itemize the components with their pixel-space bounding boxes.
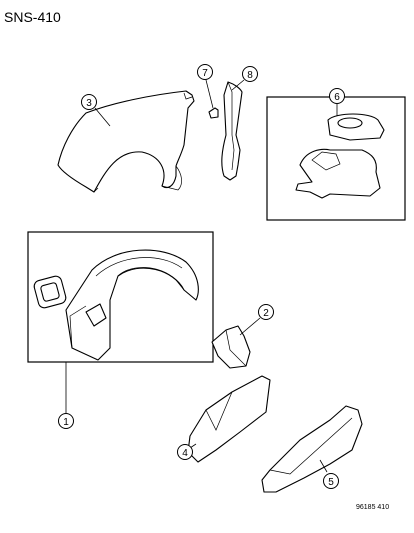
grommet-part [33,275,67,309]
callout-1: 1 [58,413,74,429]
shock-tower-part [295,148,381,199]
callout-6: 6 [329,88,345,104]
callout-8: 8 [242,66,258,82]
leader-3 [94,107,111,127]
frame-rail-part [261,405,363,493]
callout-4-number: 4 [182,448,188,459]
fender-brace-part [221,81,243,181]
callout-1-number: 1 [63,417,69,428]
callout-4: 4 [177,444,193,460]
rail-section-part [187,375,271,463]
leader-2 [239,317,261,336]
wheelhouse-liner-part [65,249,199,361]
leader-7 [205,79,214,109]
callout-3-number: 3 [86,98,92,109]
callout-5-number: 5 [328,477,334,488]
callout-7-number: 7 [202,68,208,79]
leader-8 [231,79,245,91]
diagram-id: SNS-410 [4,9,61,25]
bracket-part [211,325,251,369]
clip-part [208,107,219,119]
callout-6-number: 6 [334,92,340,103]
part-1-frame [27,231,214,363]
callout-5: 5 [323,473,339,489]
callout-8-number: 8 [247,70,253,81]
callout-2: 2 [258,304,274,320]
callout-7: 7 [197,64,213,80]
fender-part [57,90,195,193]
shock-tower-cap-part [327,113,385,141]
callout-2-number: 2 [263,308,269,319]
footer-code: 96185 410 [356,504,389,511]
leader-5 [319,459,328,473]
callout-3: 3 [81,94,97,110]
